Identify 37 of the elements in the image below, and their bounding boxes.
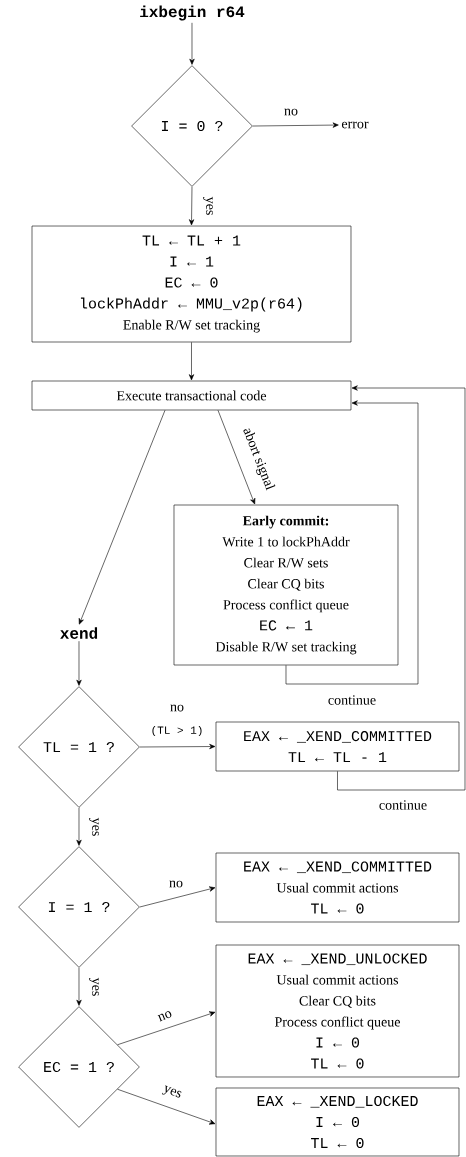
arrow [188, 342, 195, 381]
arrow [76, 967, 82, 1006]
process-box: EAX ← _XEND_LOCKED I ← 0 TL ← 0 [215, 1087, 460, 1157]
condition-note: (TL > 1) [152, 725, 202, 737]
process-box: Execute transactional code [31, 380, 352, 411]
edge-label: no [169, 703, 185, 713]
arrow [139, 743, 216, 750]
arrow [117, 1011, 216, 1046]
edge-label: yes [202, 195, 214, 217]
edge-label: no [283, 107, 299, 117]
arrow [76, 640, 82, 686]
arrow [252, 122, 339, 128]
edge-label: no [168, 879, 184, 889]
arrow [139, 886, 216, 908]
arrow [78, 410, 166, 625]
arrow [189, 22, 195, 65]
instruction-label: error [341, 121, 369, 129]
arrow [117, 1088, 216, 1125]
edge-label: yes [160, 1083, 184, 1103]
edge-label: no [155, 1009, 175, 1023]
edge-label: continue [326, 694, 378, 706]
process-box: EAX ← _XEND_COMMITTED Usual commit actions TL ← 0 [215, 852, 460, 923]
arrow [337, 385, 466, 791]
arrow [188, 186, 195, 226]
process-box: EAX ← _XEND_COMMITTED TL ← TL - 1 [215, 721, 460, 772]
edge-label: abort signal [238, 424, 278, 494]
edge-label: yes [88, 816, 100, 838]
arrow [285, 400, 419, 685]
arrow [217, 410, 256, 505]
process-box: Early commit: Write 1 to lockPhAddr Clear R/W sets Clear CQ bits Process conflict queue EC ← 1 Disable R/W set tracking [173, 504, 399, 666]
edge-label: continue [377, 799, 429, 811]
edge-label: yes [88, 976, 100, 998]
arrow [76, 807, 82, 846]
process-box: EAX ← _XEND_UNLOCKED Usual commit actions Clear CQ bits Process conflict queue I ← 0 TL ← 0 [215, 944, 460, 1078]
instruction-label: xend [60, 627, 98, 639]
instruction-label: ixbegin r64 [140, 5, 245, 21]
process-box: TL ← TL + 1 I ← 1 EC ← 0 lockPhAddr ← MMU_v2p(r64) Enable R/W set tracking [31, 225, 352, 343]
